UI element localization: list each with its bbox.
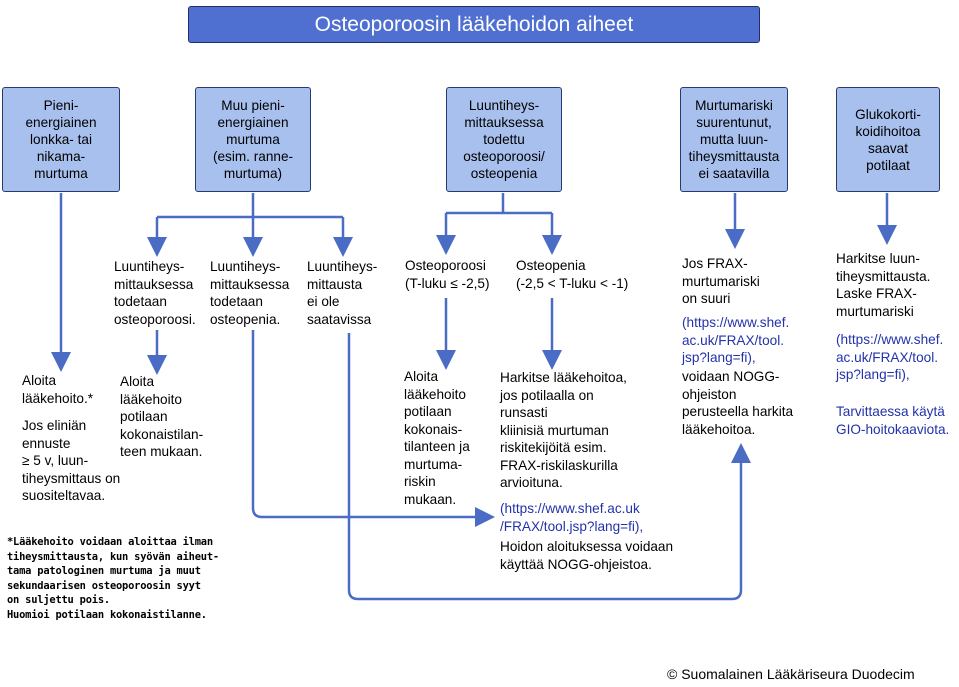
text-frax-high: Jos FRAX- murtumariski on suuri [682,256,760,306]
text-start-treatment-risk: Aloita lääkehoito potilaan kokonais- til… [404,369,470,507]
text-consider-treatment: Harkitse lääkehoitoa, jos potilaalla on … [500,370,627,490]
text-gio-chart: Tarvittaessa käytä GIO-hoitokaaviota. [836,404,950,437]
text-consider-bmd: Harkitse luun- tiheysmittausta. Laske FR… [836,251,931,319]
text-nogg-consider: voidaan NOGG- ohjeiston perusteella hark… [682,369,794,437]
link-frax-b5[interactable]: (https://www.shef. ac.uk/FRAX/tool. jsp?… [836,332,944,382]
text-start-treatment-overall: Aloita lääkehoito potilaan kokonaistilan… [120,374,204,459]
link-frax-b4[interactable]: (https://www.shef. ac.uk/FRAX/tool. jsp?… [682,315,790,365]
text-bmd-not-available: Luuntiheys- mittausta ei ole saatavissa [307,259,378,327]
text-osteoporosis-tscore: Osteoporoosi (T-luku ≤ -2,5) [405,258,490,291]
text-bmd-osteopenia: Luuntiheys- mittauksessa todetaan osteop… [210,259,290,327]
arrow-osteopenia-to-consider [251,330,495,527]
text-life-expectancy: Jos eliniän ennuste ≥ 5 v, luun- tiheysm… [22,418,121,503]
text-start-treatment: Aloita lääkehoito.* [22,373,94,406]
box-bmd-result: Luuntiheys- mittauksessa todettu osteopo… [446,87,562,192]
text-nogg-start: Hoidon aloituksessa voidaan käyttää NOGG… [500,539,674,572]
box-hip-vertebral-fracture: Pieni- energiainen lonkka- tai nikama- m… [2,87,120,192]
link-frax-middle[interactable]: (https://www.shef.ac.uk /FRAX/tool.jsp?l… [500,501,644,534]
box-glucocorticoid: Glukokorti- koidihoitoa saavat potilaat [836,87,940,192]
box-fracture-risk-no-bmd: Murtumariski suurentunut, mutta luun- ti… [680,87,788,192]
text-bmd-osteoporosis: Luuntiheys- mittauksessa todetaan osteop… [114,259,196,327]
copyright: © Suomalainen Lääkäriseura Duodecim [667,666,915,682]
box-other-fracture: Muu pieni- energiainen murtuma (esim. ra… [195,87,311,192]
arrow-no-bmd-to-frax [347,333,751,601]
diagram-title: Osteoporoosin lääkehoidon aiheet [188,6,760,43]
text-osteopenia-tscore: Osteopenia (-2,5 < T-luku < -1) [516,258,629,291]
footnote: *Lääkehoito voidaan aloittaa ilman tihey… [7,536,219,621]
